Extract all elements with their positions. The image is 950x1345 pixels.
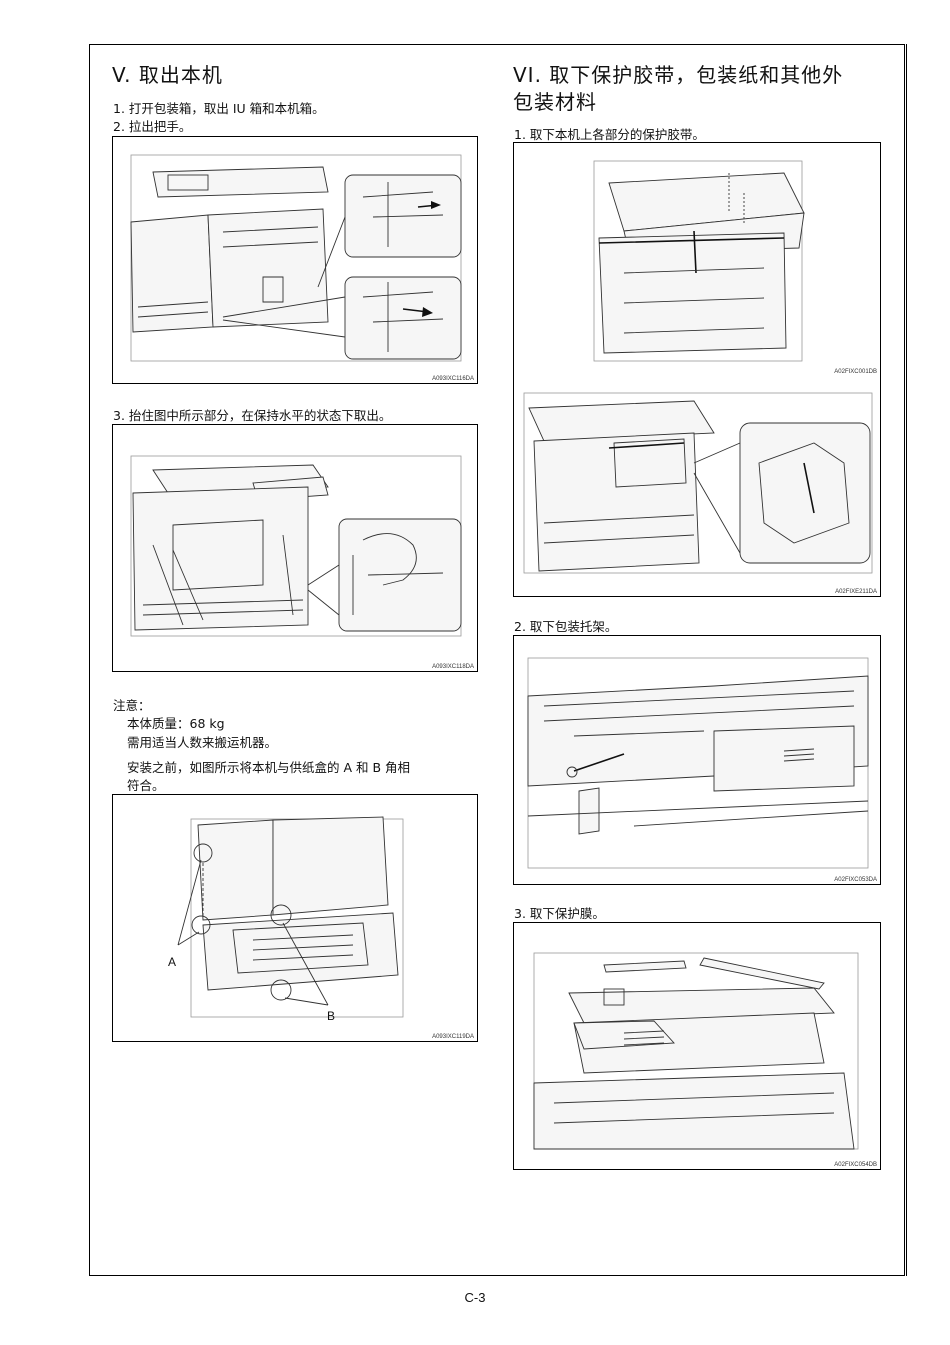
section-vi-heading-line-2: 包装材料 [513, 90, 597, 114]
figure-align-corners: A B A093IXC119DA [112, 794, 478, 1042]
figure-align-corners-drawing [177, 816, 404, 1018]
figure-remove-film-code: A02FIXC054DB [834, 1162, 877, 1168]
page-frame [89, 44, 907, 1276]
figure-align-corners-code: A093IXC119DA [432, 1034, 474, 1040]
note-align-line-1: 安装之前，如图所示将本机与供纸盒的 A 和 B 角相 [127, 760, 411, 775]
page-number: C-3 [464, 1290, 486, 1305]
right-step-1: 1. 取下本机上各部分的保护胶带。 [514, 127, 705, 142]
figure-lift-machine-drawing [130, 455, 462, 637]
figure-remove-bracket: A02FIXC053DA [513, 635, 881, 885]
figure-pull-handle-drawing [130, 154, 462, 362]
section-v-heading: V. 取出本机 [112, 63, 223, 87]
note-title: 注意： [113, 698, 151, 713]
figure-pull-handle-code: A093IXC116DA [432, 376, 474, 382]
note-weight: 本体质量：68 kg [127, 716, 225, 731]
figure-remove-film-drawing [533, 952, 859, 1150]
figure-remove-tape-code-1: A02FIXC001DB [834, 369, 877, 375]
figure-pull-handle: A093IXC116DA [112, 136, 478, 384]
left-step-1: 1. 打开包装箱，取出 IU 箱和本机箱。 [113, 101, 325, 116]
label-a: A [168, 955, 177, 969]
note-align-line-2: 符合。 [127, 778, 165, 793]
note-people: 需用适当人数来搬运机器。 [127, 735, 278, 750]
left-step-2: 2. 拉出把手。 [113, 119, 192, 134]
section-vi-heading-line-1: VI. 取下保护胶带，包装纸和其他外 [513, 63, 844, 87]
figure-remove-bracket-drawing [527, 657, 869, 869]
figure-remove-tape: A02FIXC001DB A02FIXE211DA [513, 142, 881, 597]
figure-lift-machine-code: A093IXC118DA [432, 664, 474, 670]
figure-remove-film: A02FIXC054DB [513, 922, 881, 1170]
left-step-3: 3. 抬住图中所示部分，在保持水平的状态下取出。 [113, 408, 392, 423]
label-b: B [327, 1009, 336, 1023]
right-step-2: 2. 取下包装托架。 [514, 619, 618, 634]
figure-remove-tape-drawing [523, 160, 873, 574]
right-step-3: 3. 取下保护膜。 [514, 906, 605, 921]
figure-remove-bracket-code: A02FIXC053DA [834, 877, 877, 883]
figure-remove-tape-code-2: A02FIXE211DA [835, 589, 877, 595]
figure-lift-machine: A093IXC118DA [112, 424, 478, 672]
